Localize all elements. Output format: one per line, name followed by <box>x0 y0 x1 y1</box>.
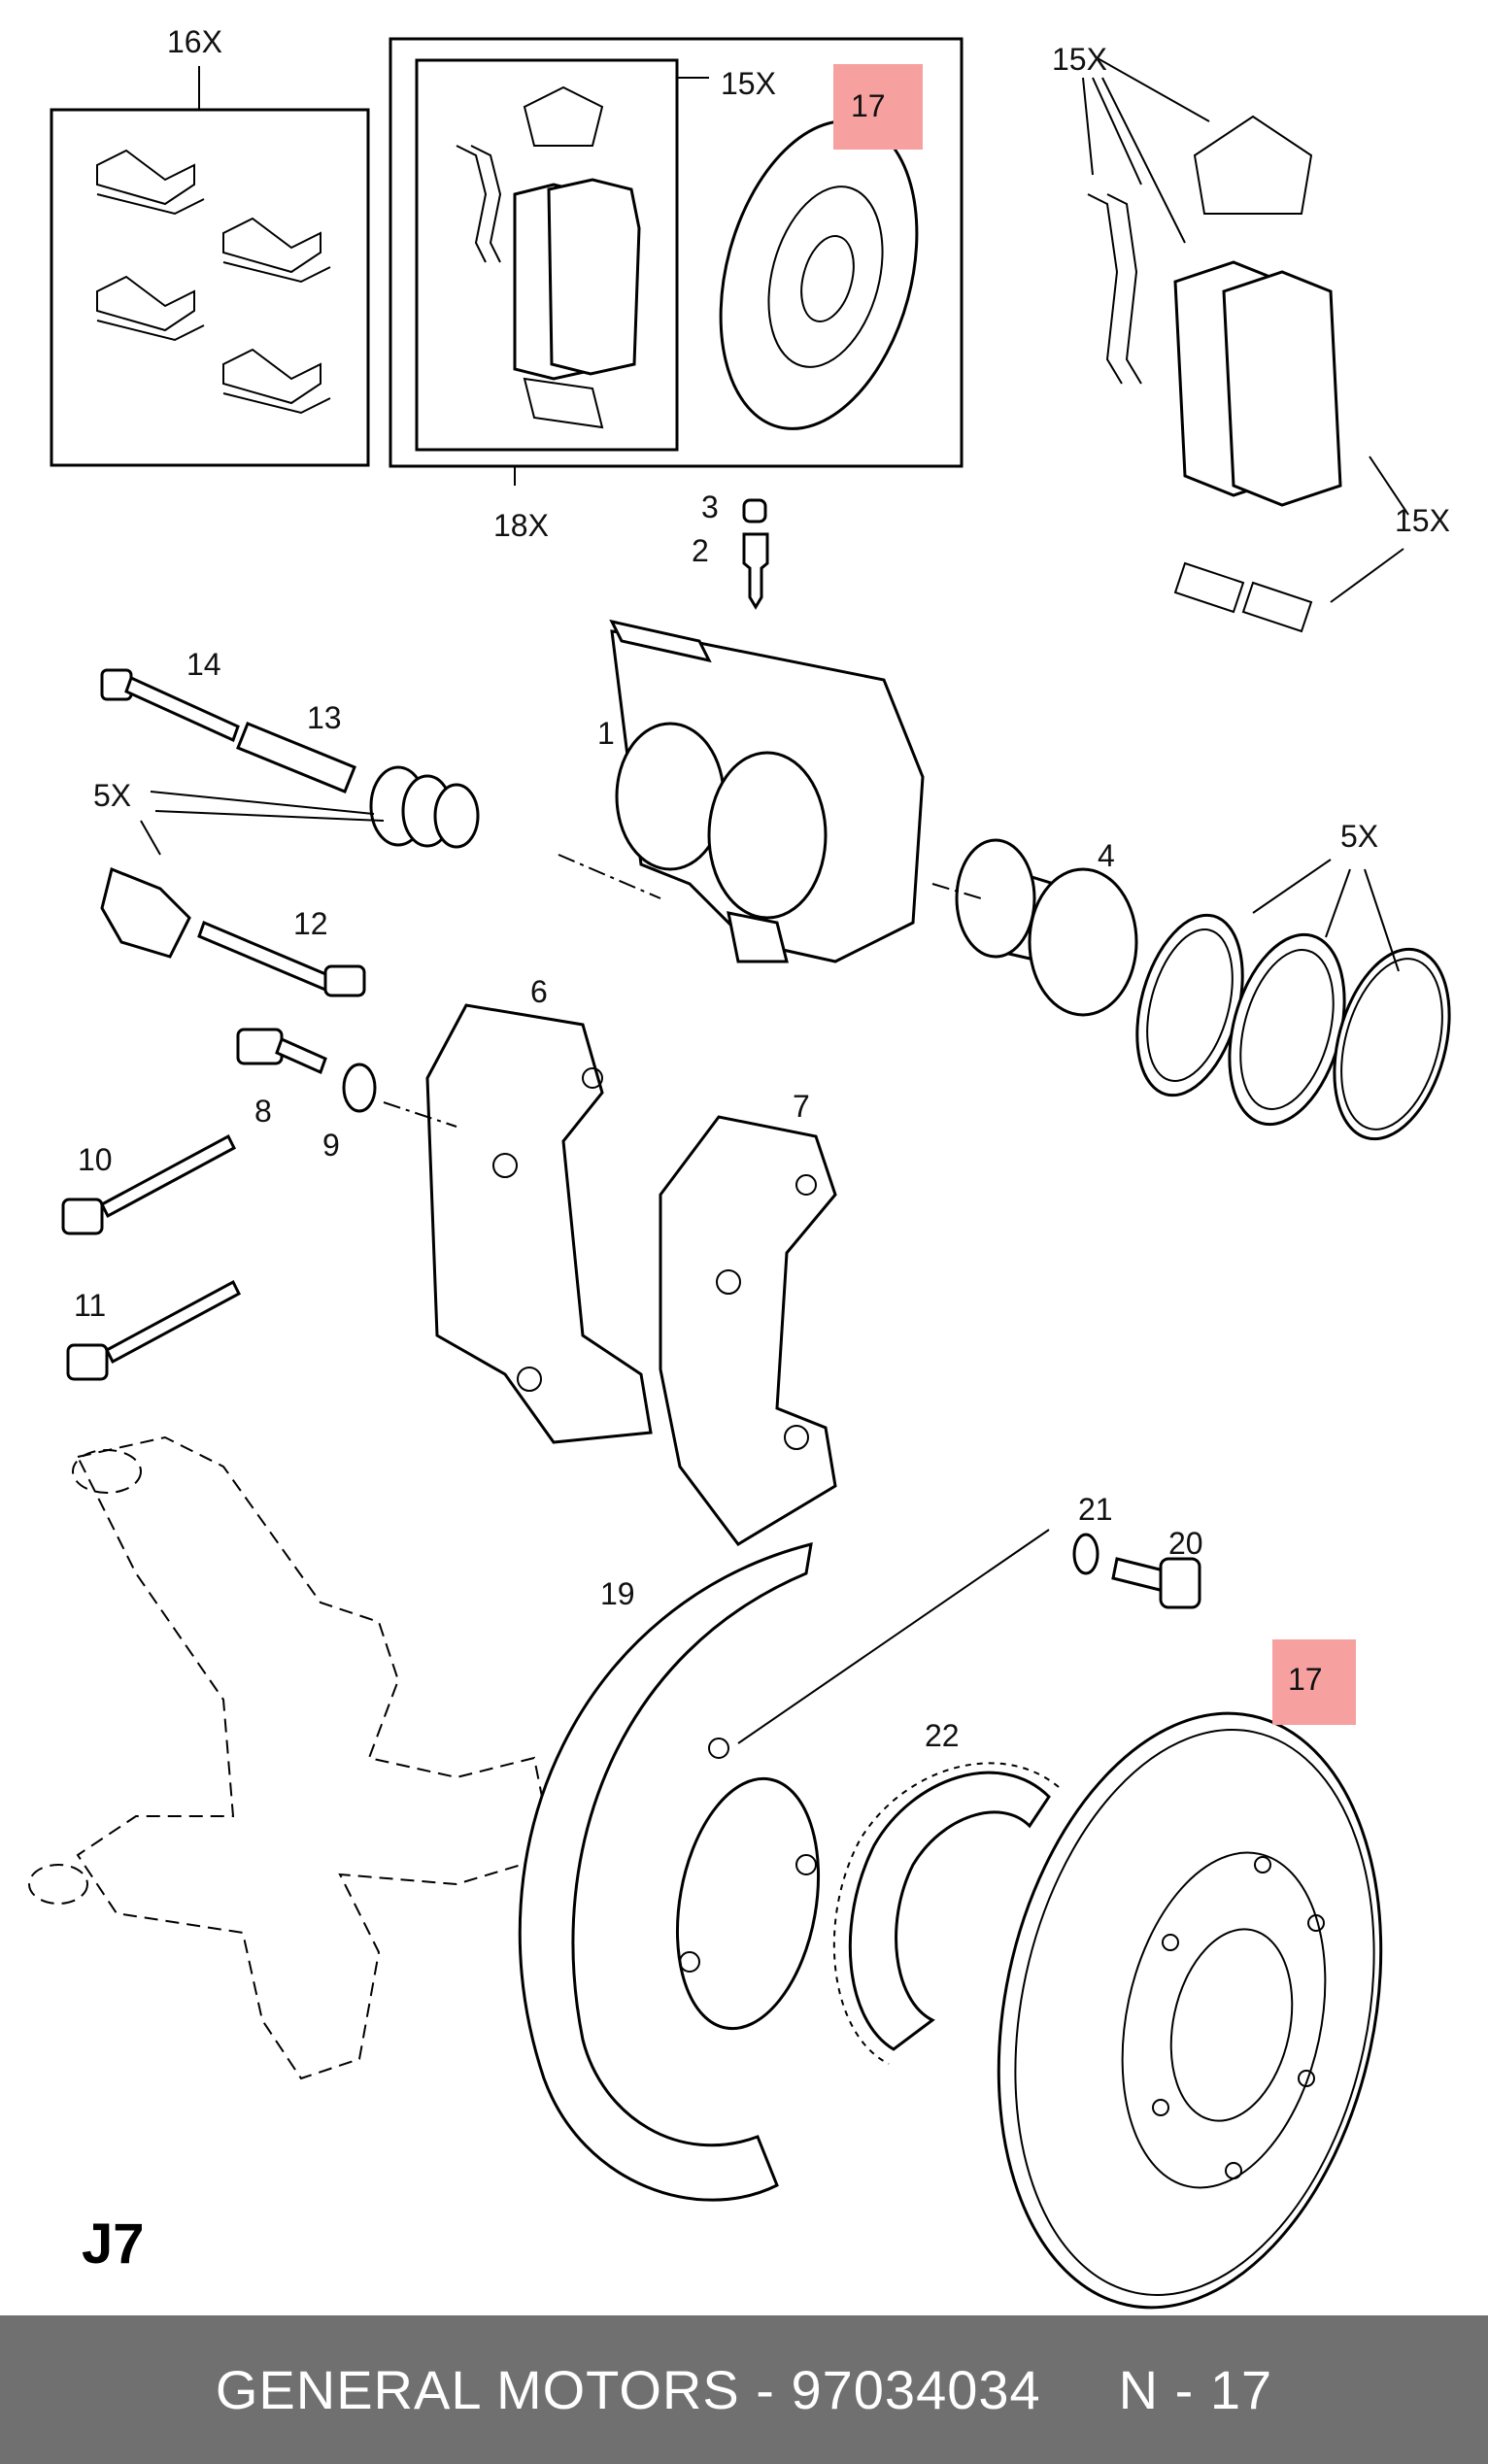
label-5x-right: 5X <box>1340 819 1378 854</box>
footer-brand-part-number: GENERAL MOTORS - 97034034 <box>215 2359 1041 2420</box>
label-4: 4 <box>1098 838 1115 873</box>
kit-box-16x <box>50 108 370 467</box>
guide-sleeve-13 <box>236 722 356 793</box>
label-15x-inner: 15X <box>721 66 776 101</box>
label-20: 20 <box>1168 1526 1203 1561</box>
boot-set-5x <box>100 765 480 959</box>
piston-4 <box>955 838 1138 1017</box>
footer-reference: N - 17 <box>1118 2359 1273 2420</box>
brake-disc-small <box>719 119 919 430</box>
section-code: J7 <box>82 2212 145 2276</box>
bolt-20 <box>1111 1557 1201 1609</box>
clip-set-16x <box>96 149 331 415</box>
label-14: 14 <box>186 647 221 682</box>
caliper-housing <box>609 619 925 963</box>
steering-knuckle-reference <box>28 1435 556 2080</box>
bolt-8 <box>236 1028 327 1075</box>
label-7: 7 <box>793 1089 810 1124</box>
label-6: 6 <box>530 974 548 1009</box>
bolt-10 <box>61 1133 236 1235</box>
label-15x-right: 15X <box>1395 503 1450 538</box>
label-22: 22 <box>925 1718 960 1753</box>
pad-set-15x-right <box>1087 115 1342 633</box>
seal-rings-5x <box>1135 913 1451 1141</box>
label-10: 10 <box>78 1142 113 1177</box>
guide-bolt-14 <box>100 668 240 743</box>
label-17-bottom: 17 <box>1288 1662 1323 1697</box>
label-3: 3 <box>701 489 719 524</box>
washer-21 <box>1072 1533 1099 1575</box>
kit-box-18x-outer <box>389 37 964 468</box>
guide-bolt-12 <box>197 920 366 997</box>
label-13: 13 <box>307 700 342 735</box>
pad-set-15x-inner <box>456 85 641 429</box>
label-9: 9 <box>322 1128 340 1163</box>
label-18x: 18X <box>493 508 549 543</box>
label-16x: 16X <box>167 24 222 59</box>
label-5x-left: 5X <box>93 778 131 813</box>
label-15x-top-right: 15X <box>1052 42 1107 77</box>
bleeder-and-cap <box>742 498 769 610</box>
leader-lines-15x <box>1082 57 1409 603</box>
leader-lines-5x <box>140 791 1400 972</box>
leader-line-bolt <box>737 1529 1050 1744</box>
footer-bar: GENERAL MOTORS - 97034034 N - 17 <box>0 2315 1488 2464</box>
caliper-carrier-7 <box>659 1115 837 1546</box>
label-1: 1 <box>597 716 615 751</box>
label-12: 12 <box>293 906 328 941</box>
label-11: 11 <box>74 1288 106 1323</box>
abs-tone-ring-22 <box>832 1762 1060 2065</box>
dust-shield-19 <box>518 1541 821 2202</box>
highlight-17-bottom <box>1272 1639 1356 1725</box>
highlight-17-top <box>833 64 923 150</box>
label-8: 8 <box>254 1094 272 1129</box>
caliper-carrier-6 <box>425 1003 653 1444</box>
kit-box-15x-inner <box>415 58 679 452</box>
exploded-brake-diagram: 16X 15X 17 15X 15X 18X 3 2 1 14 13 5X 4 … <box>28 24 1451 2310</box>
washer-9 <box>342 1063 377 1113</box>
label-19: 19 <box>600 1576 635 1611</box>
label-21: 21 <box>1078 1492 1113 1527</box>
label-2: 2 <box>692 533 709 568</box>
bolt-11 <box>66 1279 241 1381</box>
label-17-top: 17 <box>851 88 886 123</box>
brake-disc-large <box>997 1711 1383 2310</box>
